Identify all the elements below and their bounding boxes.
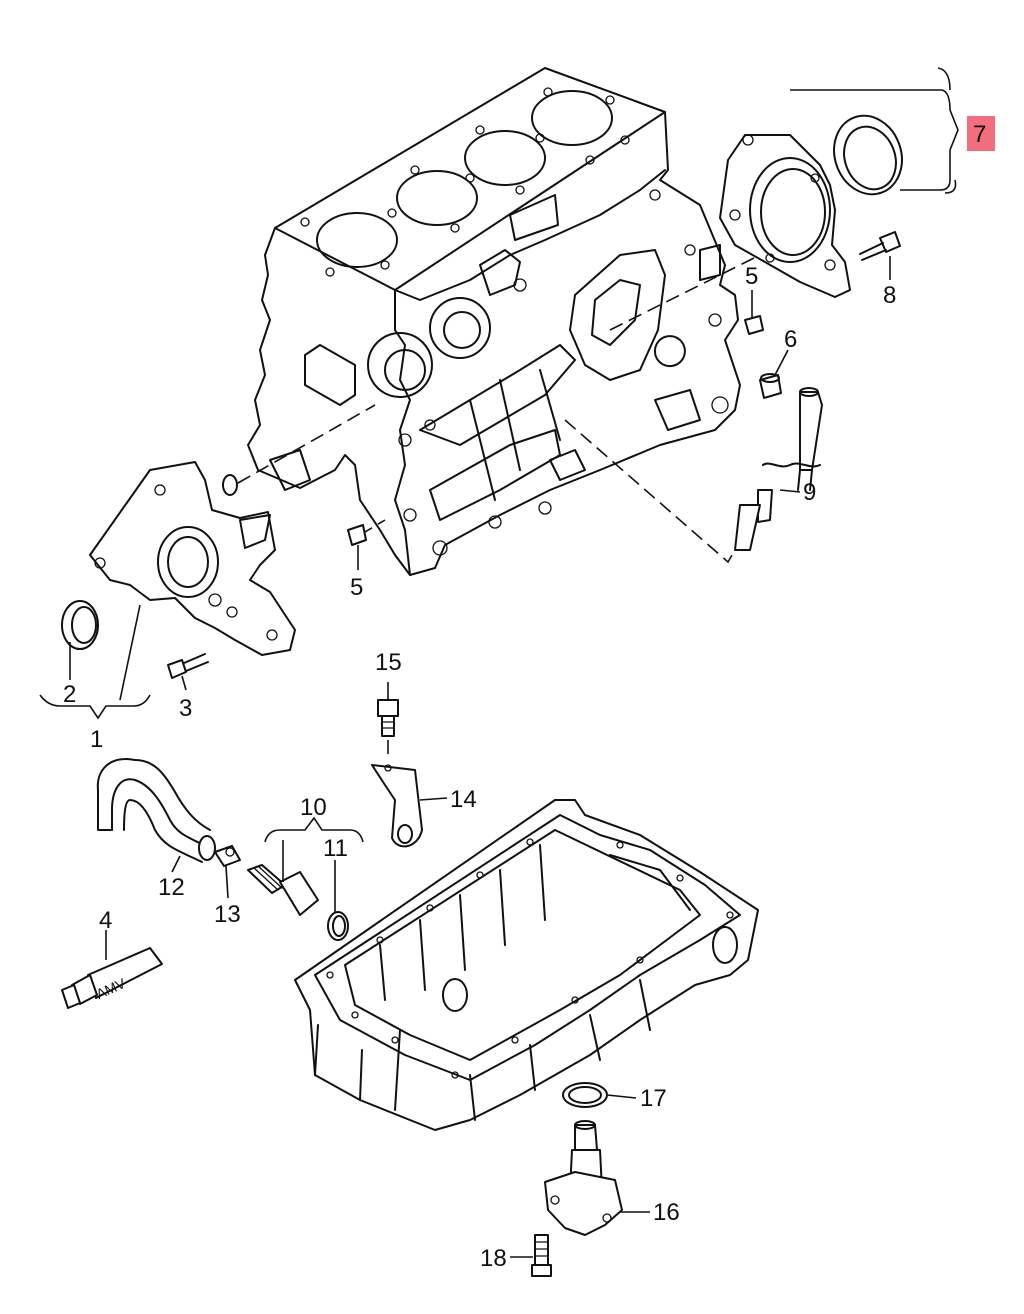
- callout-7[interactable]: 7: [973, 121, 986, 148]
- callout-4[interactable]: 4: [99, 907, 112, 934]
- bolt-3: [167, 653, 209, 679]
- o-ring-17: [562, 1082, 608, 1108]
- callout-16[interactable]: 16: [653, 1199, 680, 1226]
- oil-level-sensor-16: [544, 1120, 623, 1236]
- callout-11[interactable]: 11: [323, 835, 348, 862]
- callout-15[interactable]: 15: [375, 649, 402, 676]
- callout-9[interactable]: 9: [803, 479, 816, 506]
- callout-5-top[interactable]: 5: [745, 263, 758, 290]
- callout-17[interactable]: 17: [640, 1085, 667, 1112]
- callout-13[interactable]: 13: [214, 901, 241, 928]
- bolt-8: [859, 231, 901, 261]
- dowel-sleeve-6: [759, 373, 782, 399]
- dipstick-guide-tube: [734, 387, 823, 551]
- oil-pressure-switch-10: [247, 864, 319, 916]
- callout-12[interactable]: 12: [158, 874, 185, 901]
- front-oil-seal: [61, 600, 99, 650]
- hose-clip-13: [214, 845, 241, 867]
- oil-pan: [294, 799, 759, 1131]
- crankshaft-axis-line: [564, 419, 756, 564]
- callout-labels: 1 2 3 4 5 5 6 7 8 9 10 11 12 13 14 15 16…: [63, 116, 995, 1272]
- dowel-pin-5-top: [744, 315, 764, 335]
- callout-7-highlight: [967, 116, 995, 151]
- bolt-18: [531, 1234, 552, 1277]
- sealant-tube-4: AMV: [61, 947, 163, 1009]
- front-sealing-flange: [89, 461, 296, 656]
- seal-ring-11: [327, 911, 349, 941]
- rear-oil-seal: [833, 114, 903, 196]
- bolt-15: [377, 699, 399, 737]
- callout-10[interactable]: 10: [300, 794, 327, 821]
- dowel-pin-5-bottom: [347, 524, 367, 546]
- bolt-axis-line: [237, 404, 376, 484]
- engine-block: [247, 67, 741, 576]
- dowel-sleeve-left: [222, 474, 238, 496]
- breather-hose-12: [96, 758, 216, 863]
- callout-18[interactable]: 18: [480, 1245, 507, 1272]
- callout-5-bottom[interactable]: 5: [350, 574, 363, 601]
- rear-sealing-flange: [719, 134, 851, 298]
- callout-6[interactable]: 6: [784, 326, 797, 353]
- callout-1[interactable]: 1: [90, 726, 103, 753]
- callout-14[interactable]: 14: [450, 786, 477, 813]
- callout-3[interactable]: 3: [179, 695, 192, 722]
- callout-2[interactable]: 2: [63, 681, 76, 708]
- baffle-bracket-14: [371, 764, 423, 848]
- callout-8[interactable]: 8: [883, 282, 896, 309]
- leader-lines: [39, 67, 959, 1258]
